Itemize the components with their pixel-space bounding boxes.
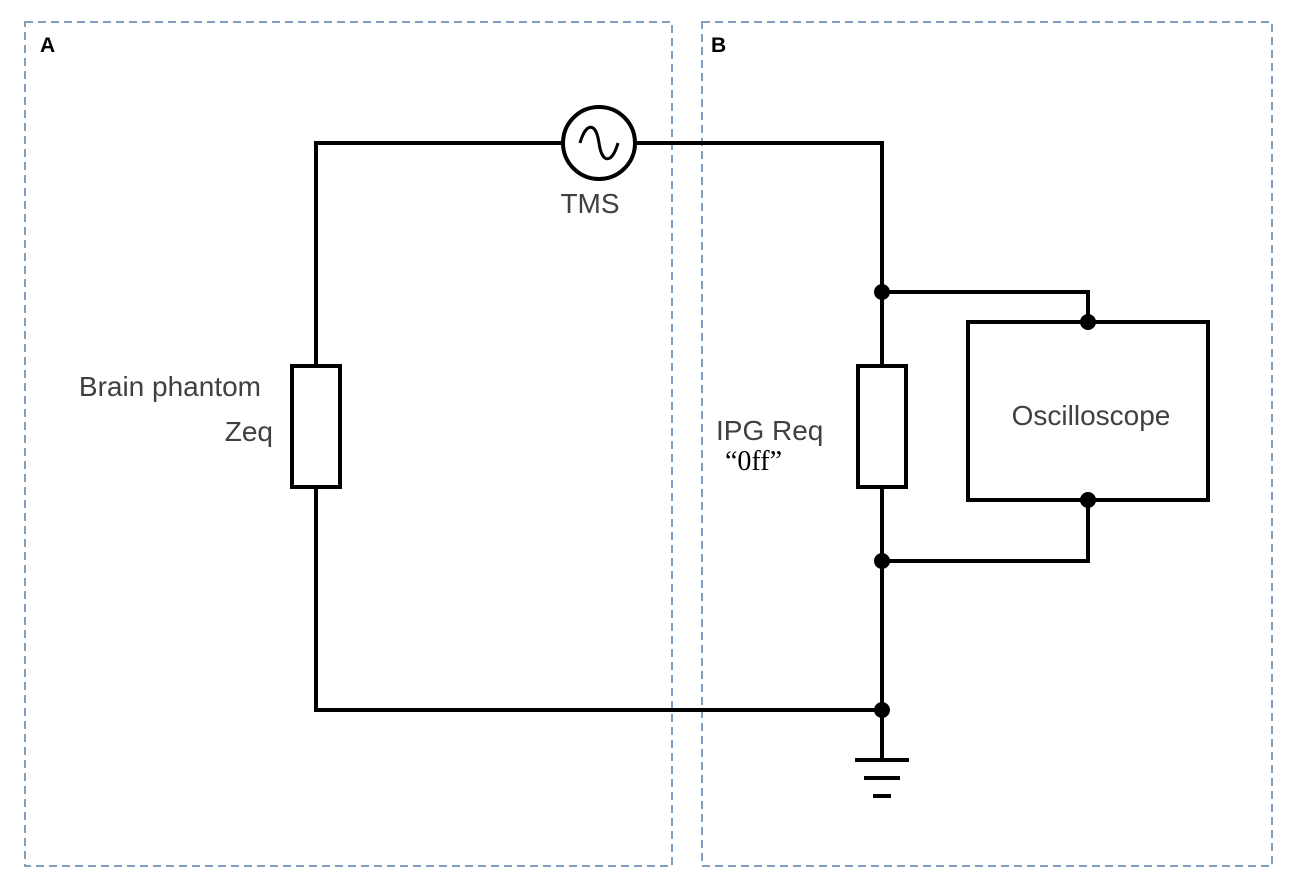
- oscilloscope-box: [966, 320, 1210, 502]
- node-top-right: [874, 284, 890, 300]
- brain-phantom: Brain phantom Zeq: [79, 364, 342, 489]
- node-bottom-right: [874, 702, 890, 718]
- tms-source: TMS: [560, 105, 637, 219]
- ipg-resistor-icon: [856, 364, 908, 489]
- panel-a-letter: A: [40, 34, 55, 57]
- brain-phantom-zeq-label: Zeq: [225, 416, 273, 447]
- ground-icon: [855, 758, 909, 798]
- node-lower-right: [874, 553, 890, 569]
- wire-scope-bottom: [882, 500, 1090, 563]
- wire-scope-top: [882, 290, 1090, 322]
- panel-a: A: [24, 21, 673, 867]
- ipg: IPG Req “0ff”: [716, 364, 908, 489]
- sine-wave-icon: [578, 125, 620, 161]
- panel-b-letter: B: [711, 34, 726, 57]
- junction-nodes: [874, 284, 1096, 718]
- panel-a-border: [24, 21, 673, 867]
- brain-phantom-resistor-icon: [290, 364, 342, 489]
- wire-top-left: [314, 141, 562, 365]
- wire-bottom: [314, 488, 882, 712]
- node-scope-top: [1080, 314, 1096, 330]
- brain-phantom-label: Brain phantom: [79, 371, 261, 402]
- oscilloscope: Oscilloscope: [966, 320, 1210, 502]
- ipg-state-label: “0ff”: [725, 446, 782, 477]
- tms-label: TMS: [560, 188, 619, 219]
- oscilloscope-label: Oscilloscope: [1012, 400, 1171, 431]
- ipg-label: IPG Req: [716, 415, 823, 446]
- node-scope-bottom: [1080, 492, 1096, 508]
- panel-b: B: [701, 21, 1273, 867]
- panel-b-border: [701, 21, 1273, 867]
- wire-top-right: [636, 141, 884, 366]
